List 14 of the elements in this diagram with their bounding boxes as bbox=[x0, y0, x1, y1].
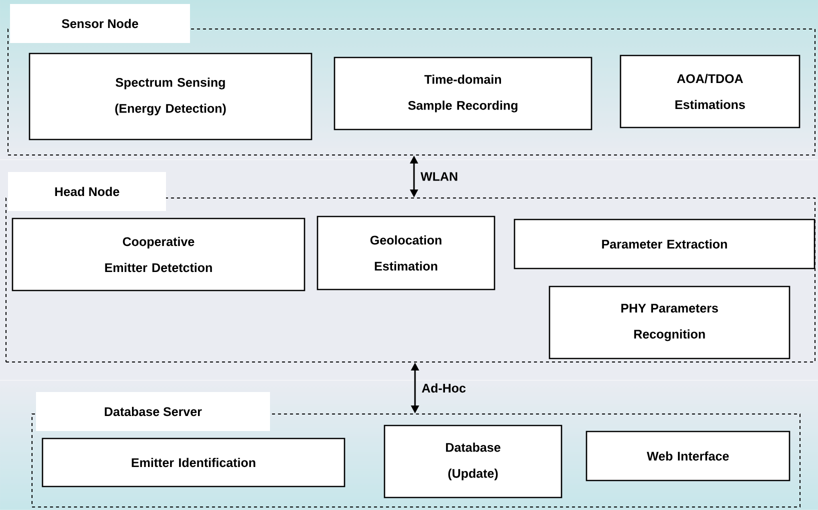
process-box: Cooperative Emitter Detetction bbox=[12, 218, 306, 292]
process-box: Parameter Extraction bbox=[514, 218, 816, 270]
process-box: Web Interface bbox=[586, 430, 790, 482]
process-box: Database (Update) bbox=[384, 424, 562, 498]
process-box: PHY Parameters Recognition bbox=[548, 286, 790, 360]
node-label: Head Node bbox=[55, 186, 120, 196]
process-box: Geolocation Estimation bbox=[316, 216, 496, 290]
process-box: Emitter Identification bbox=[42, 438, 346, 488]
process-box: Time-domain Sample Recording bbox=[334, 56, 592, 130]
process-box: Spectrum Sensing (Energy Detection) bbox=[28, 52, 312, 140]
process-box: AOA/TDOA Estimations bbox=[620, 54, 800, 128]
edge-label: WLAN bbox=[420, 172, 458, 181]
node-label: Sensor Node bbox=[62, 18, 138, 28]
edge-label: Ad-Hoc bbox=[422, 383, 466, 393]
